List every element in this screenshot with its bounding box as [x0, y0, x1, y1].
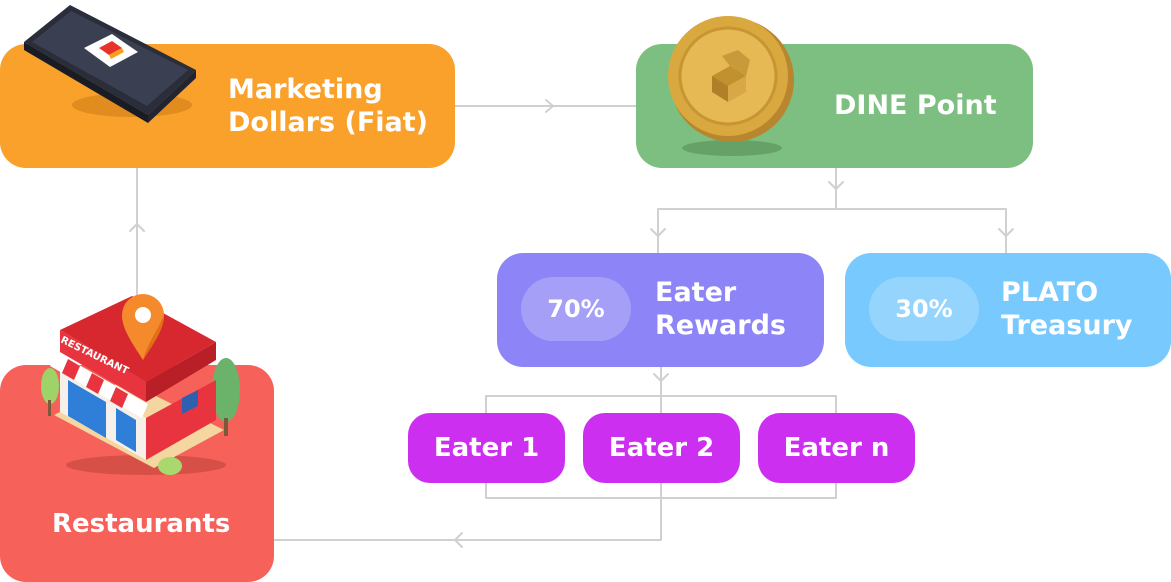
- marketing-label-line2: Dollars (Fiat): [228, 106, 428, 138]
- arrow-to-eater-rewards: [650, 228, 666, 237]
- arrow-marketing-to-dine: [545, 99, 554, 113]
- arrow-rewards-down: [653, 373, 669, 382]
- restaurants-label: Restaurants: [52, 509, 231, 539]
- plato-treasury-node: 30% PLATO Treasury: [845, 253, 1171, 367]
- eater-rewards-node: 70% Eater Rewards: [497, 253, 824, 367]
- dine-point-label: DINE Point: [834, 90, 997, 121]
- location-pin-icon: [122, 294, 164, 360]
- arrow-to-restaurants: [454, 532, 463, 548]
- arrow-up-to-marketing: [129, 223, 145, 232]
- eater-1-node: Eater 1: [408, 413, 565, 483]
- eater-2-node: Eater 2: [583, 413, 740, 483]
- dine-coin-icon: [668, 16, 794, 156]
- marketing-label-line1: Marketing: [228, 74, 383, 105]
- smartphone-app-icon: [24, 5, 196, 123]
- plato-treasury-line1: PLATO: [1001, 277, 1099, 308]
- connector-eaters-to-restaurants: [273, 497, 662, 541]
- eater-rewards-line1: Eater: [655, 277, 737, 308]
- eater-n-node: Eater n: [758, 413, 915, 483]
- restaurant-building-icon: RESTAURANT: [41, 296, 240, 475]
- arrow-to-plato: [998, 228, 1014, 237]
- eater-rewards-label: Eater Rewards: [655, 277, 786, 343]
- arrow-dine-down: [828, 181, 844, 190]
- eater-rewards-line2: Rewards: [655, 309, 786, 341]
- plato-treasury-label: PLATO Treasury: [1001, 277, 1133, 343]
- plato-treasury-percent: 30%: [869, 277, 979, 341]
- eater-rewards-percent: 70%: [521, 277, 631, 341]
- connector-dine-split: [657, 167, 1007, 254]
- marketing-dollars-label: Marketing Dollars (Fiat): [228, 74, 428, 140]
- plato-treasury-line2: Treasury: [1001, 309, 1133, 341]
